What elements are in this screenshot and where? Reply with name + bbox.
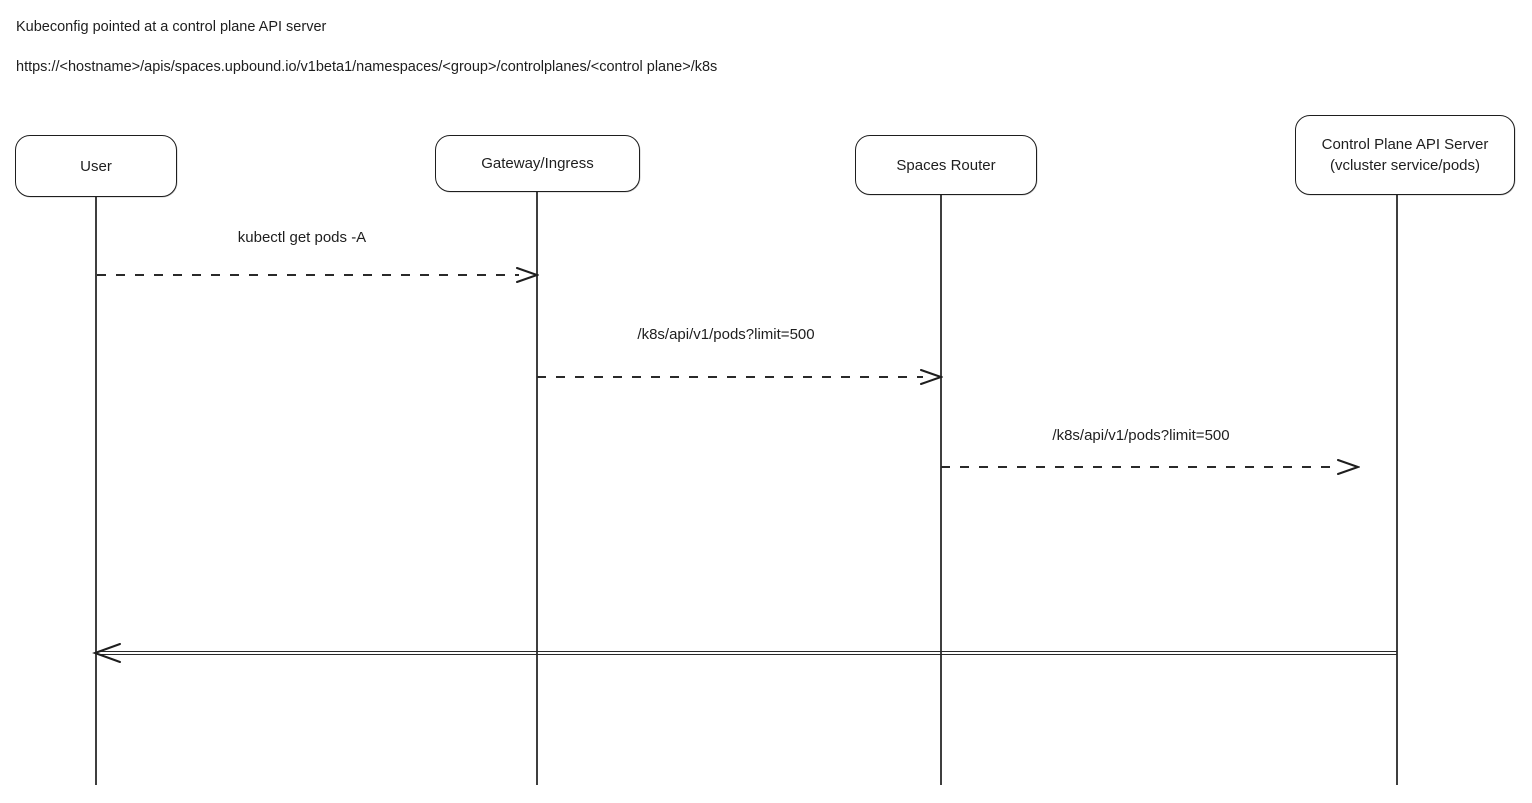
message-arrow-gateway-to-spaces-router	[537, 376, 923, 378]
actor-user-label: User	[80, 157, 112, 175]
actor-gateway-ingress: Gateway/Ingress	[435, 135, 640, 192]
return-arrow-control-plane-to-user	[100, 651, 1397, 655]
actor-spaces-router-label: Spaces Router	[896, 156, 996, 174]
lifeline-spaces-router	[940, 194, 942, 785]
message-label-k8s-api-pods-1: /k8s/api/v1/pods?limit=500	[637, 326, 815, 343]
lifeline-control-plane	[1396, 195, 1398, 785]
lifeline-user	[95, 196, 97, 785]
message-label-k8s-api-pods-2: /k8s/api/v1/pods?limit=500	[1052, 427, 1230, 444]
actor-spaces-router: Spaces Router	[855, 135, 1037, 195]
diagram-title: Kubeconfig pointed at a control plane AP…	[16, 19, 327, 35]
arrowhead-right-icon	[516, 267, 539, 283]
message-arrow-user-to-gateway	[97, 274, 519, 276]
kubeconfig-url-text: https://<hostname>/apis/spaces.upbound.i…	[16, 59, 718, 75]
actor-control-plane-label: Control Plane API Server	[1321, 136, 1489, 153]
actor-user: User	[15, 135, 177, 197]
actor-gateway-ingress-label: Gateway/Ingress	[481, 155, 594, 172]
arrowhead-right-icon	[920, 369, 943, 385]
actor-control-plane-api-server: Control Plane API Server (vcluster servi…	[1295, 115, 1515, 195]
arrowhead-right-icon	[1337, 459, 1360, 475]
lifeline-gateway-ingress	[536, 191, 538, 785]
arrowhead-left-icon	[92, 643, 121, 663]
message-arrow-spaces-router-to-control-plane	[941, 466, 1339, 468]
actor-control-plane-sublabel: (vcluster service/pods)	[1329, 157, 1481, 174]
message-label-kubectl-get-pods: kubectl get pods -A	[237, 229, 367, 246]
